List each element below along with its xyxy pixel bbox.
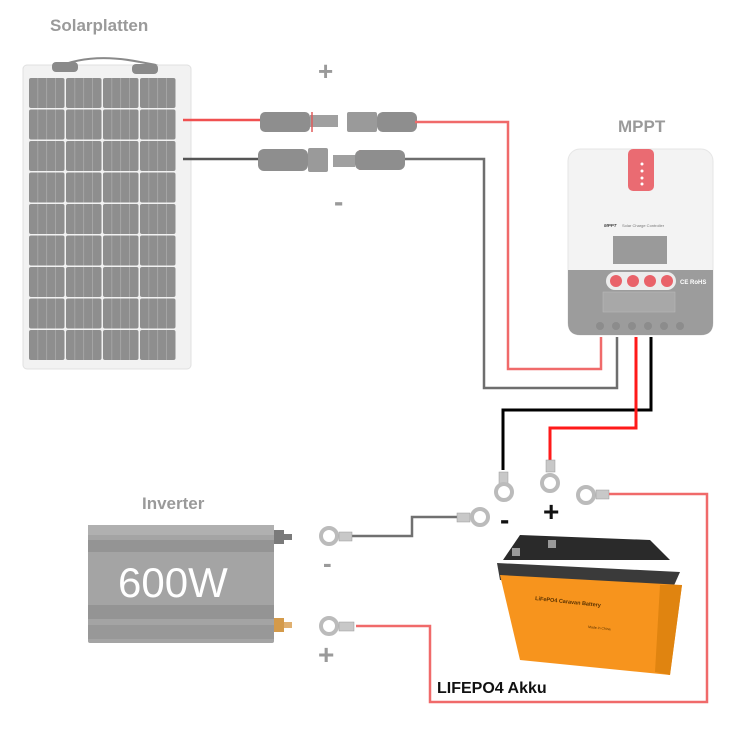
- ring-terminal-inverter-positive: [319, 616, 355, 636]
- certification-marks: CE RoHS: [680, 280, 706, 286]
- solar-panel-label: Solarplatten: [50, 16, 149, 35]
- ring-terminal-inverter-negative-battery-side: [456, 507, 490, 527]
- battery-terminal-positive: [548, 540, 556, 548]
- solar-panel: [22, 57, 192, 370]
- battery-plus-sign: +: [543, 496, 560, 527]
- battery-minus-sign: -: [500, 504, 510, 535]
- junction-box-right: [132, 64, 158, 74]
- ring-terminal-inverter-positive-battery-side: [576, 485, 610, 505]
- inverter-label: Inverter: [142, 494, 205, 513]
- mc4-connector-positive-female: [347, 112, 417, 132]
- mppt-pv-negative-wire: [405, 157, 619, 390]
- battery-terminal-negative: [512, 548, 520, 556]
- battery-label: LIFEPO4 Akku: [437, 680, 547, 697]
- mc4-connector-positive-male: [260, 112, 338, 132]
- inverter-positive-wire: [356, 492, 709, 704]
- inverter-negative-post: [274, 530, 284, 544]
- mc4-connector-negative-female: [258, 148, 328, 172]
- solar-plus-sign: +: [318, 56, 334, 86]
- mppt-button-down: [627, 275, 639, 287]
- lcd-display: [613, 236, 667, 264]
- inverter-power-rating: 600W: [118, 559, 228, 606]
- spec-table: [602, 291, 676, 313]
- inverter-negative-wire: [350, 515, 458, 538]
- mppt-button-left: [644, 275, 656, 287]
- solar-minus-sign: -: [334, 186, 344, 217]
- ring-terminal-battery-negative: [494, 471, 514, 502]
- battery-negative-wire: [501, 337, 653, 470]
- battery-made-in: Made in China: [588, 625, 611, 631]
- mppt-pv-positive-wire: [415, 120, 603, 371]
- inverter-minus-sign: -: [323, 548, 332, 578]
- mppt-brand-text: MPPT: [604, 223, 618, 228]
- inverter-device: [88, 525, 292, 643]
- mc4-connector-negative-male: [333, 150, 405, 170]
- lifepo4-battery: [497, 535, 682, 675]
- mppt-button-right: [661, 275, 673, 287]
- ring-terminal-battery-positive: [540, 459, 560, 493]
- inverter-positive-post: [274, 618, 284, 632]
- inverter-plus-sign: +: [318, 639, 335, 670]
- ring-terminal-inverter-negative: [319, 526, 353, 546]
- mppt-button-up: [610, 275, 622, 287]
- junction-box-left: [52, 62, 78, 72]
- mppt-controller: [567, 148, 714, 336]
- mppt-subtitle: Solar Charge Controller: [622, 223, 665, 228]
- mppt-label: MPPT: [618, 117, 666, 136]
- battery-positive-wire: [548, 337, 638, 460]
